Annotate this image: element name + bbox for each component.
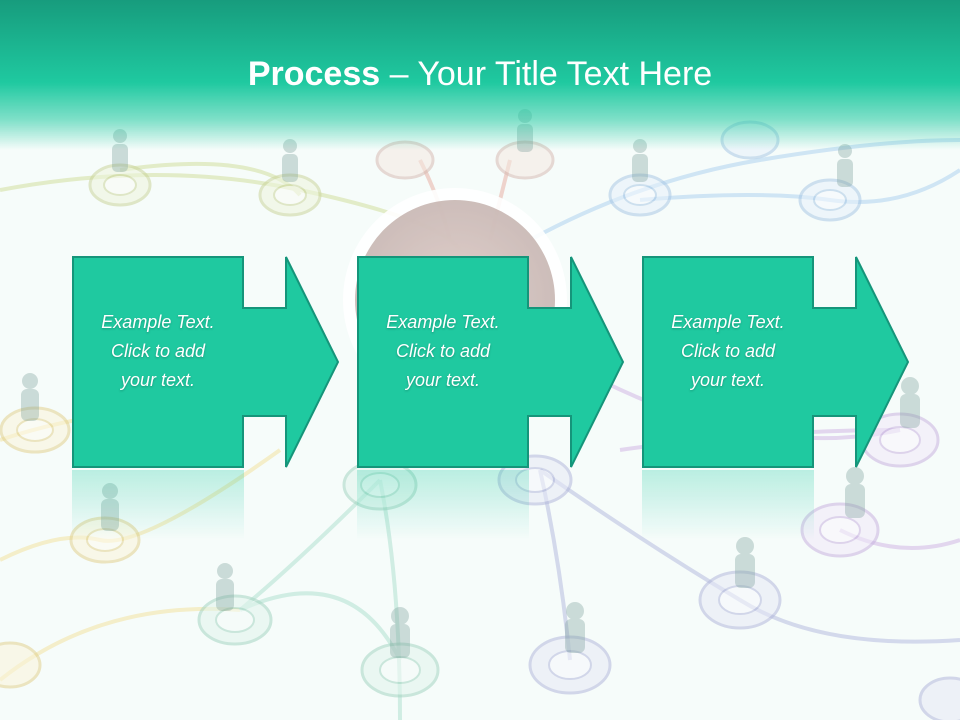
- step-2-line-1: Example Text.: [386, 312, 500, 332]
- step-2-line-3: your text.: [405, 370, 481, 390]
- process-step-1[interactable]: Example Text. Click to add your text.: [72, 256, 340, 468]
- process-step-2[interactable]: Example Text. Click to add your text.: [357, 256, 625, 468]
- step-3-line-2: Click to add: [680, 341, 776, 361]
- slide-title[interactable]: Process – Your Title Text Here: [0, 52, 960, 96]
- arrow-right-icon: [357, 256, 625, 468]
- step-3-line-1: Example Text.: [671, 312, 785, 332]
- process-step-3[interactable]: Example Text. Click to add your text.: [642, 256, 910, 468]
- title-rest: – Your Title Text Here: [380, 55, 713, 93]
- step-1-line-3: your text.: [120, 370, 196, 390]
- title-bar: [0, 0, 960, 150]
- step-2-text[interactable]: Example Text. Click to add your text.: [357, 308, 529, 395]
- arrow-right-icon: [642, 256, 910, 468]
- step-1-line-2: Click to add: [110, 341, 206, 361]
- step-2-reflection: [357, 470, 529, 540]
- step-3-reflection: [642, 470, 814, 540]
- step-1-text[interactable]: Example Text. Click to add your text.: [72, 308, 244, 395]
- title-bold: Process: [247, 55, 381, 93]
- step-3-text[interactable]: Example Text. Click to add your text.: [642, 308, 814, 395]
- step-1-line-1: Example Text.: [101, 312, 215, 332]
- step-1-reflection: [72, 470, 244, 540]
- arrow-right-icon: [72, 256, 340, 468]
- network-node-icon: [0, 120, 960, 720]
- step-2-line-2: Click to add: [395, 341, 491, 361]
- step-3-line-3: your text.: [690, 370, 766, 390]
